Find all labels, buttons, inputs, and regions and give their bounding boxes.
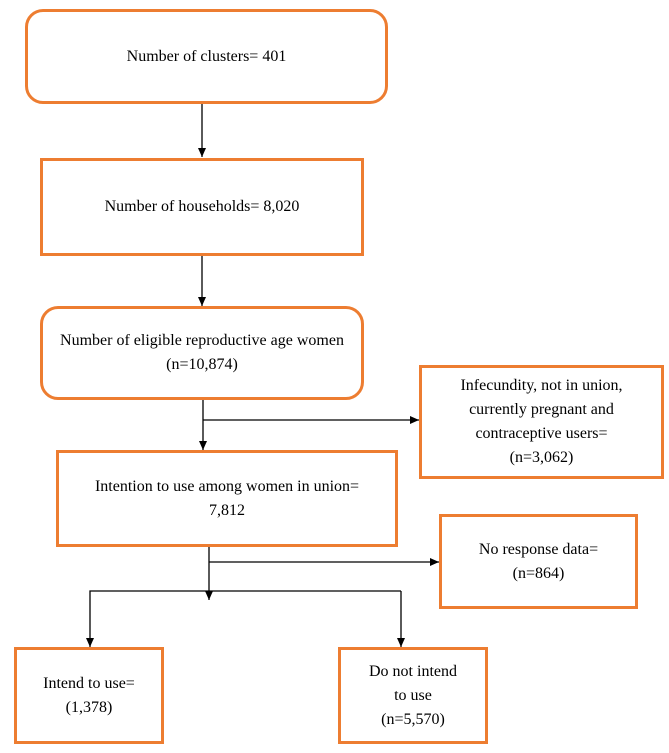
households-box: Number of households= 8,020 [40, 158, 364, 256]
infecundity-box: Infecundity, not in union, currently pre… [419, 365, 664, 479]
intend-to-use-box: Intend to use= (1,378) [14, 647, 164, 744]
clusters-label: Number of clusters= 401 [126, 47, 287, 65]
intention-box: Intention to use among women in union= 7… [56, 450, 398, 547]
clusters-box: Number of clusters= 401 [25, 9, 388, 104]
eligible-women-box: Number of eligible reproductive age wome… [40, 306, 364, 400]
no-response-box: No response data= (n=864) [439, 514, 638, 609]
eligible-women-label: Number of eligible reproductive age wome… [60, 332, 344, 373]
intend-to-use-label: Intend to use= (1,378) [43, 674, 135, 716]
not-intend-label: Do not intend to use (n=5,570) [369, 662, 457, 728]
households-label: Number of households= 8,020 [104, 198, 300, 215]
not-intend-box: Do not intend to use (n=5,570) [338, 647, 488, 744]
infecundity-label: Infecundity, not in union, currently pre… [460, 377, 623, 466]
no-response-label: No response data= (n=864) [478, 540, 599, 582]
arrow-to-intend [86, 590, 401, 647]
intention-label: Intention to use among women in union= 7… [94, 477, 360, 519]
